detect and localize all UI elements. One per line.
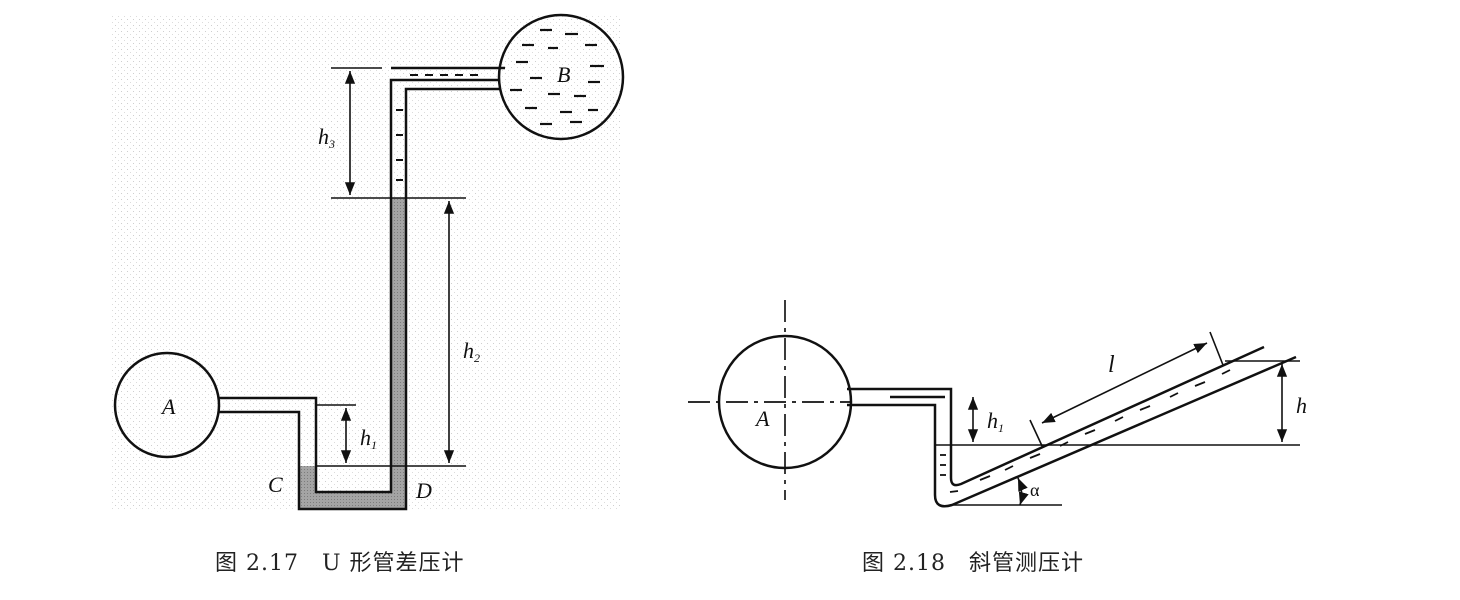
label-alpha: α: [1030, 480, 1040, 500]
label-h1-2: h1: [987, 408, 1004, 435]
label-h3: h3: [318, 124, 335, 151]
label-D: D: [415, 478, 432, 503]
liquid-dashes-bulb-B: [510, 28, 604, 126]
mercury-fill: [299, 198, 406, 509]
label-B: B: [557, 62, 570, 87]
center-lines: [688, 300, 850, 500]
bulb-B: [497, 13, 625, 141]
label-h1: h1: [360, 425, 377, 452]
label-h: h: [1296, 393, 1307, 418]
label-h2: h2: [463, 338, 480, 365]
label-A: A: [160, 394, 176, 419]
liquid-dashes-tube: [396, 74, 478, 181]
angle-arc: [1017, 477, 1029, 506]
reference-lines: [316, 67, 466, 467]
background-stipple: [112, 15, 622, 510]
label-C: C: [268, 472, 283, 497]
figure-u-tube-manometer: A B C D h3 h2 h1 图 2.17 U 形管差压计: [112, 13, 625, 576]
caption-figure-2-18: 图 2.18 斜管测压计: [862, 551, 1084, 576]
bulb-A: [113, 351, 221, 459]
caption-figure-2-17: 图 2.17 U 形管差压计: [215, 551, 465, 576]
dimension-l-arrow: [1041, 342, 1208, 424]
reference-lines-2: [935, 331, 1300, 506]
figure-inclined-manometer: A h1 h l α 图 2.18 斜管测压计: [688, 300, 1307, 576]
u-tube: [219, 66, 505, 511]
label-A-2: A: [754, 406, 770, 431]
label-l: l: [1108, 352, 1115, 378]
